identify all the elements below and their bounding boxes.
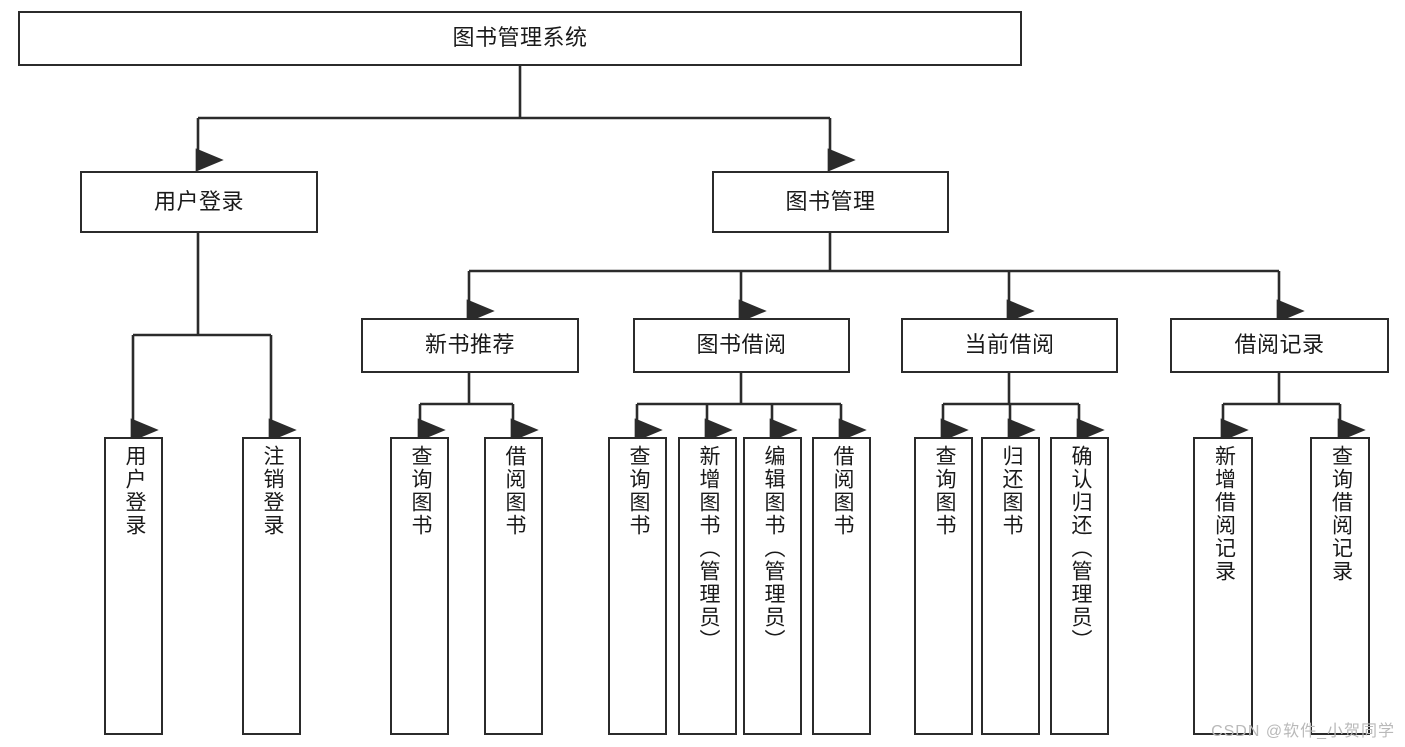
node-book-manage[interactable]: 图书管理: [712, 171, 949, 233]
leaf-current-return-book[interactable]: 归还图书: [981, 437, 1040, 735]
leaf-record-add-label: 新增借阅记录: [1212, 445, 1236, 583]
node-new-book-recommend-label: 新书推荐: [424, 332, 515, 358]
leaf-new-book-query-label: 查询图书: [408, 445, 432, 537]
leaf-current-confirm-return[interactable]: 确认归还（管理员）: [1050, 437, 1109, 735]
leaf-borrow-borrow-book-label: 借阅图书: [830, 445, 854, 537]
leaf-record-query-label: 查询借阅记录: [1329, 445, 1353, 583]
leaf-current-return-book-label: 归还图书: [999, 445, 1023, 537]
leaf-borrow-add-book-label: 新增图书（管理员）: [696, 445, 720, 652]
node-user-login[interactable]: 用户登录: [80, 171, 318, 233]
leaf-logout[interactable]: 注销登录: [242, 437, 301, 735]
node-book-manage-label: 图书管理: [785, 188, 876, 214]
leaf-record-query[interactable]: 查询借阅记录: [1310, 437, 1370, 735]
node-current-borrow-label: 当前借阅: [964, 332, 1055, 358]
leaf-borrow-borrow-book[interactable]: 借阅图书: [812, 437, 871, 735]
csdn-watermark: CSDN @软件_小贺同学: [1211, 723, 1395, 740]
leaf-new-book-borrow[interactable]: 借阅图书: [484, 437, 543, 735]
leaf-logout-label: 注销登录: [260, 445, 284, 537]
node-current-borrow[interactable]: 当前借阅: [901, 318, 1118, 373]
node-book-borrow-label: 图书借阅: [696, 332, 787, 358]
node-borrow-record[interactable]: 借阅记录: [1170, 318, 1389, 373]
node-book-borrow[interactable]: 图书借阅: [633, 318, 850, 373]
node-root-label: 图书管理系统: [452, 25, 588, 51]
leaf-user-login[interactable]: 用户登录: [104, 437, 163, 735]
leaf-current-query-book-label: 查询图书: [932, 445, 956, 537]
leaf-user-login-label: 用户登录: [122, 445, 146, 537]
leaf-current-query-book[interactable]: 查询图书: [914, 437, 973, 735]
node-borrow-record-label: 借阅记录: [1234, 332, 1325, 358]
node-root[interactable]: 图书管理系统: [18, 11, 1022, 66]
leaf-new-book-query[interactable]: 查询图书: [390, 437, 449, 735]
leaf-borrow-edit-book-label: 编辑图书（管理员）: [761, 445, 785, 652]
leaf-borrow-query-book-label: 查询图书: [626, 445, 650, 537]
node-new-book-recommend[interactable]: 新书推荐: [361, 318, 579, 373]
leaf-borrow-edit-book[interactable]: 编辑图书（管理员）: [743, 437, 802, 735]
leaf-new-book-borrow-label: 借阅图书: [502, 445, 526, 537]
node-user-login-label: 用户登录: [153, 188, 244, 214]
leaf-current-confirm-return-label: 确认归还（管理员）: [1068, 445, 1092, 652]
leaf-borrow-query-book[interactable]: 查询图书: [608, 437, 667, 735]
leaf-borrow-add-book[interactable]: 新增图书（管理员）: [678, 437, 737, 735]
leaf-record-add[interactable]: 新增借阅记录: [1193, 437, 1253, 735]
